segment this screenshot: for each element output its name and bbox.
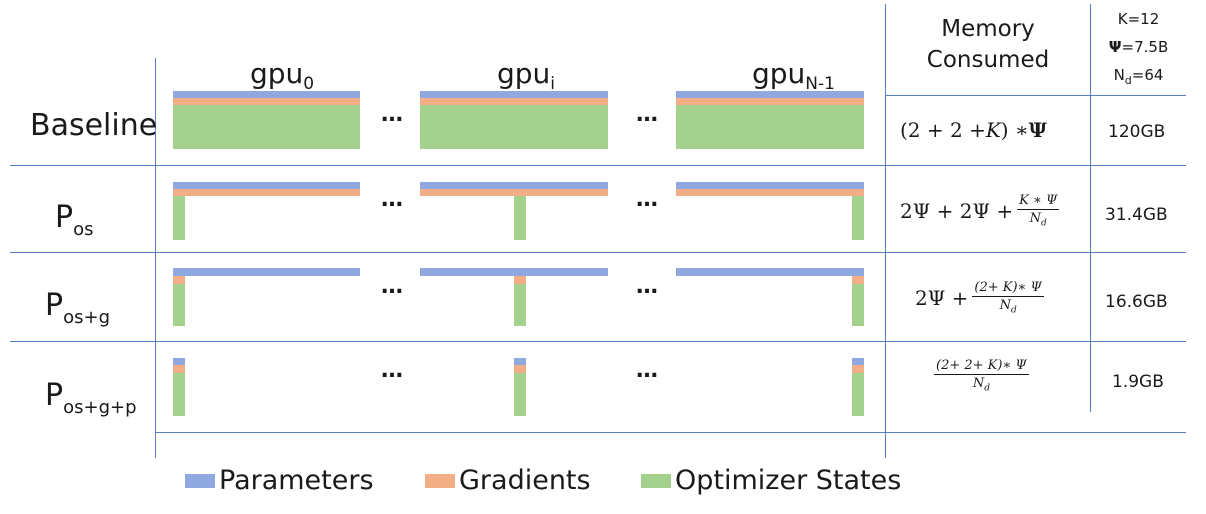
ellipsis: … <box>636 102 659 127</box>
legend-swatch-parameters <box>185 473 215 488</box>
gradients-bar <box>173 189 360 196</box>
optimizer-states-slice <box>514 373 526 416</box>
gpu-i-header: gpui <box>497 57 556 95</box>
parameters-bar <box>420 268 608 276</box>
fraction: K ∗ Ψ Nd <box>1017 193 1060 229</box>
ellipsis: … <box>381 187 404 212</box>
param-nd: Nd=64 <box>1113 66 1164 87</box>
gradients-slice <box>514 276 526 284</box>
gradients-bar <box>420 98 608 105</box>
formula-posg: 2Ψ + (2+ K)∗ Ψ Nd <box>915 280 1044 316</box>
ellipsis: … <box>381 274 404 299</box>
parameters-bar <box>173 182 360 189</box>
parameters-bar <box>676 268 864 276</box>
memory-value-pos: 31.4GB <box>1105 205 1168 225</box>
param-k: K=12 <box>1117 10 1160 28</box>
ellipsis: … <box>381 102 404 127</box>
header-divider-params <box>1090 95 1186 96</box>
formula-posgp: (2+ 2+ K)∗ Ψ Nd <box>930 358 1029 394</box>
row-divider-1 <box>10 165 1186 166</box>
gradients-slice <box>852 276 864 284</box>
optimizer-states-slice <box>173 196 185 240</box>
gradients-bar <box>676 98 864 105</box>
row-label-baseline: Baseline <box>30 108 158 143</box>
formula-pos: 2Ψ + 2Ψ + K ∗ Ψ Nd <box>900 193 1060 229</box>
optimizer-states-bar <box>676 105 864 149</box>
optimizer-states-slice <box>852 196 864 240</box>
ellipsis: … <box>636 187 659 212</box>
param-psi: Ψ=7.5B <box>1108 38 1169 56</box>
legend-swatch-gradients <box>425 473 455 488</box>
header-divider-memory <box>885 95 1091 96</box>
formula-baseline: (2 + 2 + K) ∗ Ψ <box>900 118 1047 142</box>
optimizer-states-bar <box>173 105 360 149</box>
parameters-slice <box>173 358 185 365</box>
ellipsis: … <box>381 358 404 383</box>
parameters-bar <box>173 268 360 276</box>
parameters-bar <box>173 91 360 98</box>
parameters-bar <box>420 91 608 98</box>
optimizer-states-slice <box>173 284 185 326</box>
gradients-bar <box>420 189 608 196</box>
gpu-n-1-header: gpuN-1 <box>752 57 835 95</box>
memory-value-posgp: 1.9GB <box>1112 372 1164 392</box>
optimizer-states-slice <box>852 284 864 326</box>
memory-column-divider <box>885 4 886 458</box>
gradients-slice <box>514 365 526 373</box>
optimizer-states-slice <box>852 373 864 416</box>
optimizer-states-slice <box>514 284 526 326</box>
row-divider-2 <box>10 252 1186 253</box>
ellipsis: … <box>636 358 659 383</box>
gradients-bar <box>173 98 360 105</box>
parameters-bar <box>676 182 864 189</box>
gradients-slice <box>852 365 864 373</box>
memory-value-posg: 16.6GB <box>1105 292 1168 312</box>
memory-header-line1: Memory <box>941 16 1035 42</box>
row-divider-3 <box>10 341 1186 342</box>
ellipsis: … <box>636 274 659 299</box>
parameters-slice <box>852 358 864 365</box>
legend-parameters: Parameters <box>185 465 374 496</box>
values-column-divider <box>1090 4 1091 412</box>
row-label-posgp: Pos+g+p <box>45 378 137 418</box>
optimizer-states-slice <box>173 373 185 416</box>
legend-gradients: Gradients <box>425 465 591 496</box>
memory-value-baseline: 120GB <box>1108 122 1166 142</box>
fraction: (2+ 2+ K)∗ Ψ Nd <box>934 358 1029 394</box>
row-label-pos: Pos <box>55 200 94 240</box>
gpu-0-header: gpu0 <box>250 57 315 95</box>
row-label-posg: Pos+g <box>45 288 110 328</box>
legend-optimizer-states: Optimizer States <box>641 465 901 496</box>
gradients-slice <box>173 365 185 373</box>
gradients-bar <box>676 189 864 196</box>
row-divider-4 <box>155 432 1186 433</box>
legend-swatch-optimizer <box>641 473 671 488</box>
parameters-bar <box>676 91 864 98</box>
memory-consumed-header: Memory Consumed <box>886 14 1090 76</box>
parameters-bar <box>420 182 608 189</box>
optimizer-states-bar <box>420 105 608 149</box>
parameters-slice <box>514 358 526 365</box>
optimizer-states-slice <box>514 196 526 240</box>
left-vertical-rule <box>155 58 156 458</box>
fraction: (2+ K)∗ Ψ Nd <box>972 280 1044 316</box>
memory-header-line2: Consumed <box>926 47 1050 73</box>
gradients-slice <box>173 276 185 284</box>
